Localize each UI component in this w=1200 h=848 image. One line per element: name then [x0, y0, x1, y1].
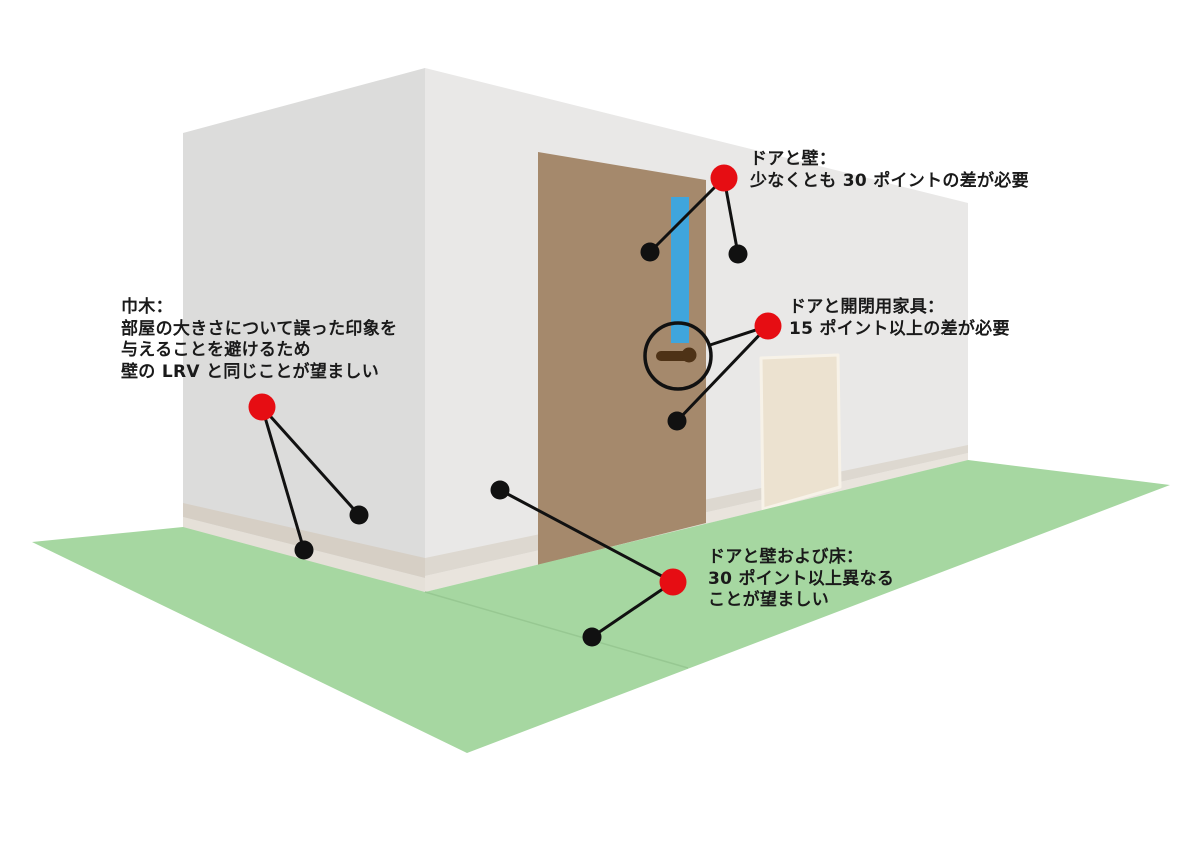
main-door	[538, 152, 706, 565]
marker-dot-black	[640, 242, 660, 262]
callout-line: 30 ポイント以上異なる	[708, 568, 895, 589]
connector-line	[260, 405, 361, 517]
callout-line: 壁の LRV と同じことが望ましい	[121, 361, 380, 382]
handle-focus-circle	[643, 321, 713, 391]
connector-line	[648, 176, 726, 254]
callout-line: 少なくとも 30 ポイントの差が必要	[750, 170, 1029, 191]
marker-dot-red	[754, 312, 782, 340]
marker-dot-red	[710, 164, 738, 192]
door-edge-strip	[671, 197, 689, 343]
callout-title: 巾木：	[121, 297, 173, 317]
callout-door-wall-floor: ドアと壁および床： 30 ポイント以上異なる ことが望ましい	[708, 547, 894, 612]
marker-dot-black	[667, 411, 687, 431]
callout-line: 15 ポイント以上の差が必要	[789, 318, 1010, 339]
marker-dot-black	[294, 540, 314, 560]
callout-line: 与えることを避けるため	[121, 340, 311, 360]
callout-title: ドアと壁および床：	[708, 547, 864, 567]
secondary-door	[759, 353, 842, 511]
marker-dot-black	[582, 627, 602, 647]
marker-dot-black	[490, 480, 510, 500]
marker-dot-red	[248, 393, 276, 421]
connector-line	[675, 324, 770, 423]
connector-line	[498, 488, 675, 584]
callout-title: ドアと開閉用家具：	[789, 297, 945, 317]
door-handle-knob	[681, 347, 697, 363]
floor-seam-line	[424, 591, 689, 669]
marker-dot-black	[349, 505, 369, 525]
callout-door-hardware: ドアと開閉用家具： 15 ポイント以上の差が必要	[789, 297, 1010, 340]
callout-title: ドアと壁：	[750, 149, 837, 169]
callout-skirting: 巾木： 部屋の大きさについて誤った印象を 与えることを避けるため 壁の LRV …	[121, 297, 397, 383]
callout-line: 部屋の大きさについて誤った印象を	[121, 318, 398, 339]
marker-dot-red	[659, 568, 687, 596]
floor	[32, 460, 1170, 753]
connector-line	[260, 405, 306, 552]
marker-dot-black	[728, 244, 748, 264]
left-wall	[183, 68, 425, 592]
connector-line	[590, 580, 675, 639]
callout-door-wall: ドアと壁： 少なくとも 30 ポイントの差が必要	[750, 149, 1029, 192]
callout-line: ことが望ましい	[708, 590, 830, 610]
